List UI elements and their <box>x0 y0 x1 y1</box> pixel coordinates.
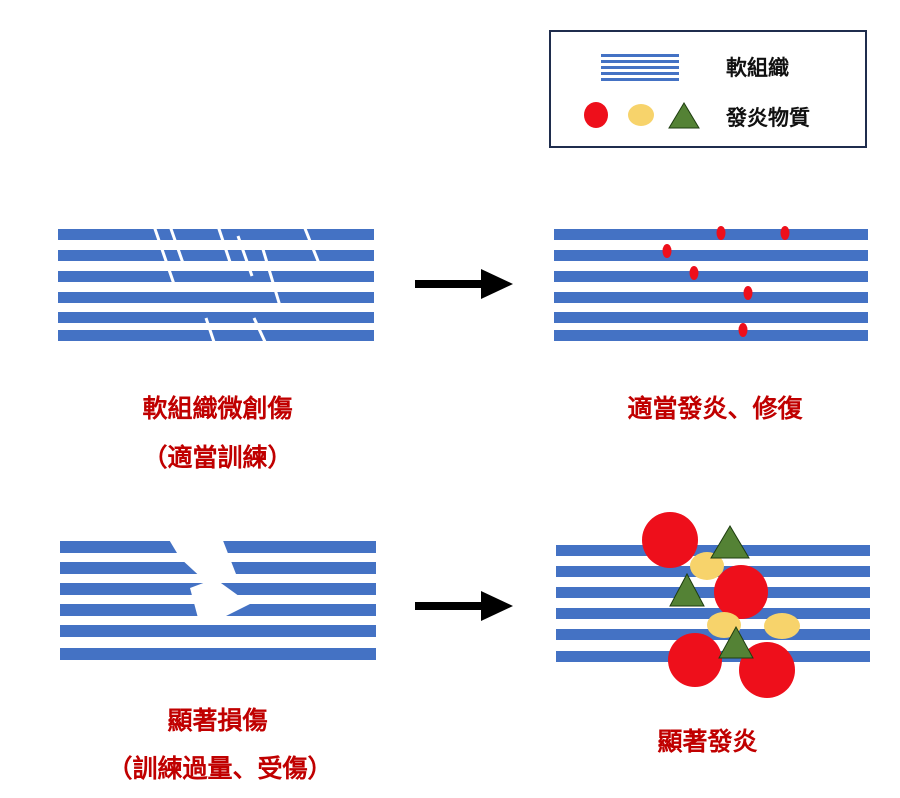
micro-trauma-title: 軟組織微創傷 <box>142 394 293 423</box>
small-inflammation-dots <box>662 226 790 337</box>
proper-inflammation-title: 適當發炎、修復 <box>627 394 803 423</box>
micro-trauma-tissue <box>58 225 374 345</box>
micro-trauma-subtitle: （適當訓練） <box>142 443 293 472</box>
significant-injury-title: 顯著損傷 <box>167 706 268 735</box>
yellow-marker-icon <box>628 104 654 126</box>
inflammatory-legend-icon <box>584 102 700 129</box>
soft-tissue-legend-label: 軟組織 <box>726 56 789 80</box>
arrow-right-icon <box>415 591 513 621</box>
legend: 軟組織 發炎物質 <box>549 30 867 148</box>
inflammatory-cluster <box>642 512 800 698</box>
significant-inflammation-title: 顯著發炎 <box>657 727 758 756</box>
soft-tissue-legend-icon <box>601 54 679 81</box>
red-marker-icon <box>584 102 608 128</box>
green-triangle-icon <box>668 102 700 129</box>
proper-inflammation-tissue <box>554 226 868 341</box>
micro-tear-lines <box>152 225 322 345</box>
significant-injury-tissue <box>60 538 376 660</box>
significant-inflammation-tissue <box>556 512 870 698</box>
significant-injury-subtitle: （訓練過量、受傷） <box>107 754 333 783</box>
arrow-right-icon <box>415 269 513 299</box>
inflammatory-legend-label: 發炎物質 <box>726 106 810 130</box>
tear-gap <box>168 538 250 618</box>
